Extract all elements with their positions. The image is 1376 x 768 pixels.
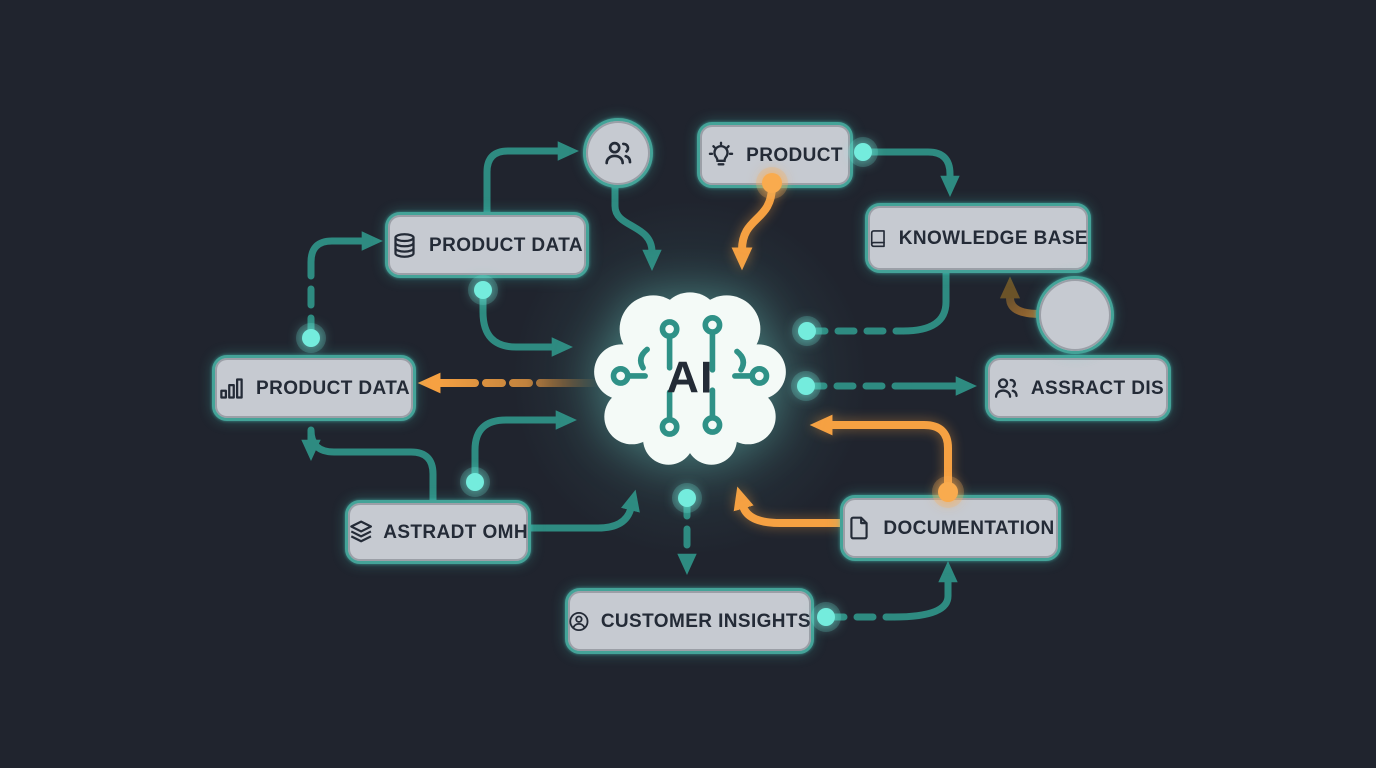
ai-brain[interactable]: AI — [588, 276, 792, 480]
database-icon — [394, 232, 415, 258]
node-knowledge-base[interactable]: KNOWLEDGE BASE — [865, 203, 1091, 273]
edge-customer-insights-to-documentation-curve — [890, 561, 958, 621]
edge-product-data-top-to-people-circle — [483, 141, 579, 216]
node-customer-insights-label: CUSTOMER INSIGHTS — [600, 611, 811, 632]
document-icon — [850, 516, 869, 540]
teal-dot — [296, 323, 326, 353]
teal-dot — [792, 316, 822, 346]
node-assract-dis[interactable]: ASSRACT DIS — [985, 355, 1171, 421]
node-product[interactable]: PRODUCT — [697, 122, 853, 188]
edge-people-circle-to-brain — [611, 178, 662, 271]
edge-product-data-top-to-brain — [479, 288, 573, 357]
edge-product-to-brain — [731, 182, 776, 271]
edge-brain-to-knowledge-base-curve — [899, 266, 950, 335]
lightbulb-icon — [708, 141, 734, 166]
node-customer-insights[interactable]: CUSTOMER INSIGHTS — [565, 588, 814, 654]
node-knowledge-base-label: KNOWLEDGE BASE — [898, 228, 1088, 249]
node-product-data-left-label: PRODUCT DATA — [256, 378, 410, 399]
node-plain-circle[interactable] — [1036, 276, 1114, 354]
layers-icon — [350, 520, 373, 543]
edge-into-product-data-top — [307, 231, 383, 278]
node-product-label: PRODUCT — [746, 145, 843, 166]
teal-dot — [672, 483, 702, 513]
brain-shape — [594, 292, 786, 465]
brain-label: AI — [667, 351, 714, 402]
edge-documentation-to-brain-bottom — [733, 486, 847, 527]
edge-product-to-knowledge-base — [862, 148, 960, 197]
user-circle-icon — [569, 611, 589, 631]
edge-astradt-to-product-data-left — [301, 426, 437, 504]
node-assract-dis-label: ASSRACT DIS — [1030, 378, 1165, 399]
brain-circuits — [610, 315, 770, 437]
node-product-data-top-label: PRODUCT DATA — [429, 235, 583, 256]
node-astradt-omh-label: ASTRADT OMH — [383, 522, 528, 543]
bar-chart-icon — [220, 377, 243, 399]
node-documentation-label: DOCUMENTATION — [883, 518, 1055, 539]
teal-dot — [811, 602, 841, 632]
node-documentation[interactable]: DOCUMENTATION — [840, 495, 1061, 561]
edge-astradt-to-brain-left — [471, 410, 577, 486]
teal-dot — [468, 275, 498, 305]
edge-astradt-to-brain-bottom — [523, 489, 640, 532]
users-icon — [994, 378, 1018, 398]
book-icon — [870, 229, 885, 247]
node-product-data-left[interactable]: PRODUCT DATA — [212, 355, 416, 421]
node-astradt-omh[interactable]: ASTRADT OMH — [345, 500, 531, 564]
teal-dot — [791, 371, 821, 401]
edge-documentation-to-brain-right — [809, 414, 952, 494]
users-icon — [605, 141, 632, 165]
teal-dot — [460, 467, 490, 497]
node-product-data-top[interactable]: PRODUCT DATA — [385, 212, 589, 278]
node-people-circle[interactable] — [583, 118, 653, 188]
